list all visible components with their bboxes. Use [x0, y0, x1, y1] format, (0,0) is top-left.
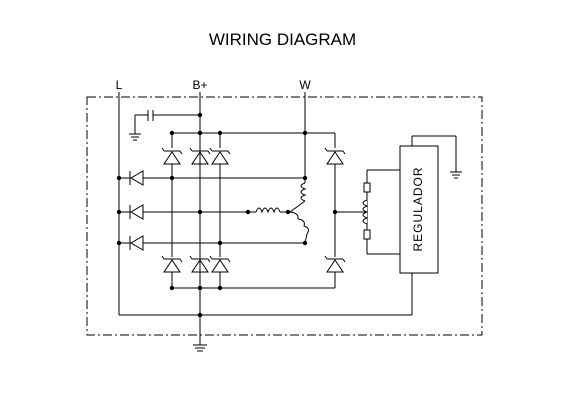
rotor-coil-icon: [362, 199, 369, 225]
terminal-l-label: L: [116, 78, 123, 92]
upper-diodes: [161, 147, 346, 165]
diode-icon: [324, 255, 346, 273]
alternator-housing: [86, 96, 483, 336]
diode-icon: [161, 255, 183, 273]
diode-icon: [209, 255, 231, 273]
stator-winding-bottom: [289, 211, 309, 235]
diagram-title: WIRING DIAGRAM: [208, 30, 357, 49]
diode-icon: [129, 235, 144, 251]
terminal-bplus-label: B+: [192, 78, 207, 92]
ground-icon: [129, 133, 141, 141]
terminal-w-label: W: [299, 78, 311, 92]
ground-icon: [193, 344, 207, 352]
exciter-diodes: [129, 170, 144, 251]
diode-icon: [189, 147, 211, 165]
ground-icon: [450, 171, 462, 179]
rotor-assembly: [362, 182, 371, 240]
lower-diodes: [161, 255, 346, 273]
stator-winding-top: [300, 182, 307, 202]
brush-bottom: [363, 229, 371, 240]
diode-icon: [189, 255, 211, 273]
diode-icon: [324, 147, 346, 165]
diode-icon: [129, 204, 144, 220]
junction-dots: [116, 112, 338, 318]
regulator-label: REGULADOR: [411, 166, 425, 251]
stator-winding-left: [255, 207, 281, 214]
regulator-box: [399, 145, 439, 274]
diode-icon: [209, 147, 231, 165]
brush-top: [363, 182, 371, 193]
diode-icon: [161, 147, 183, 165]
diode-icon: [129, 170, 144, 186]
